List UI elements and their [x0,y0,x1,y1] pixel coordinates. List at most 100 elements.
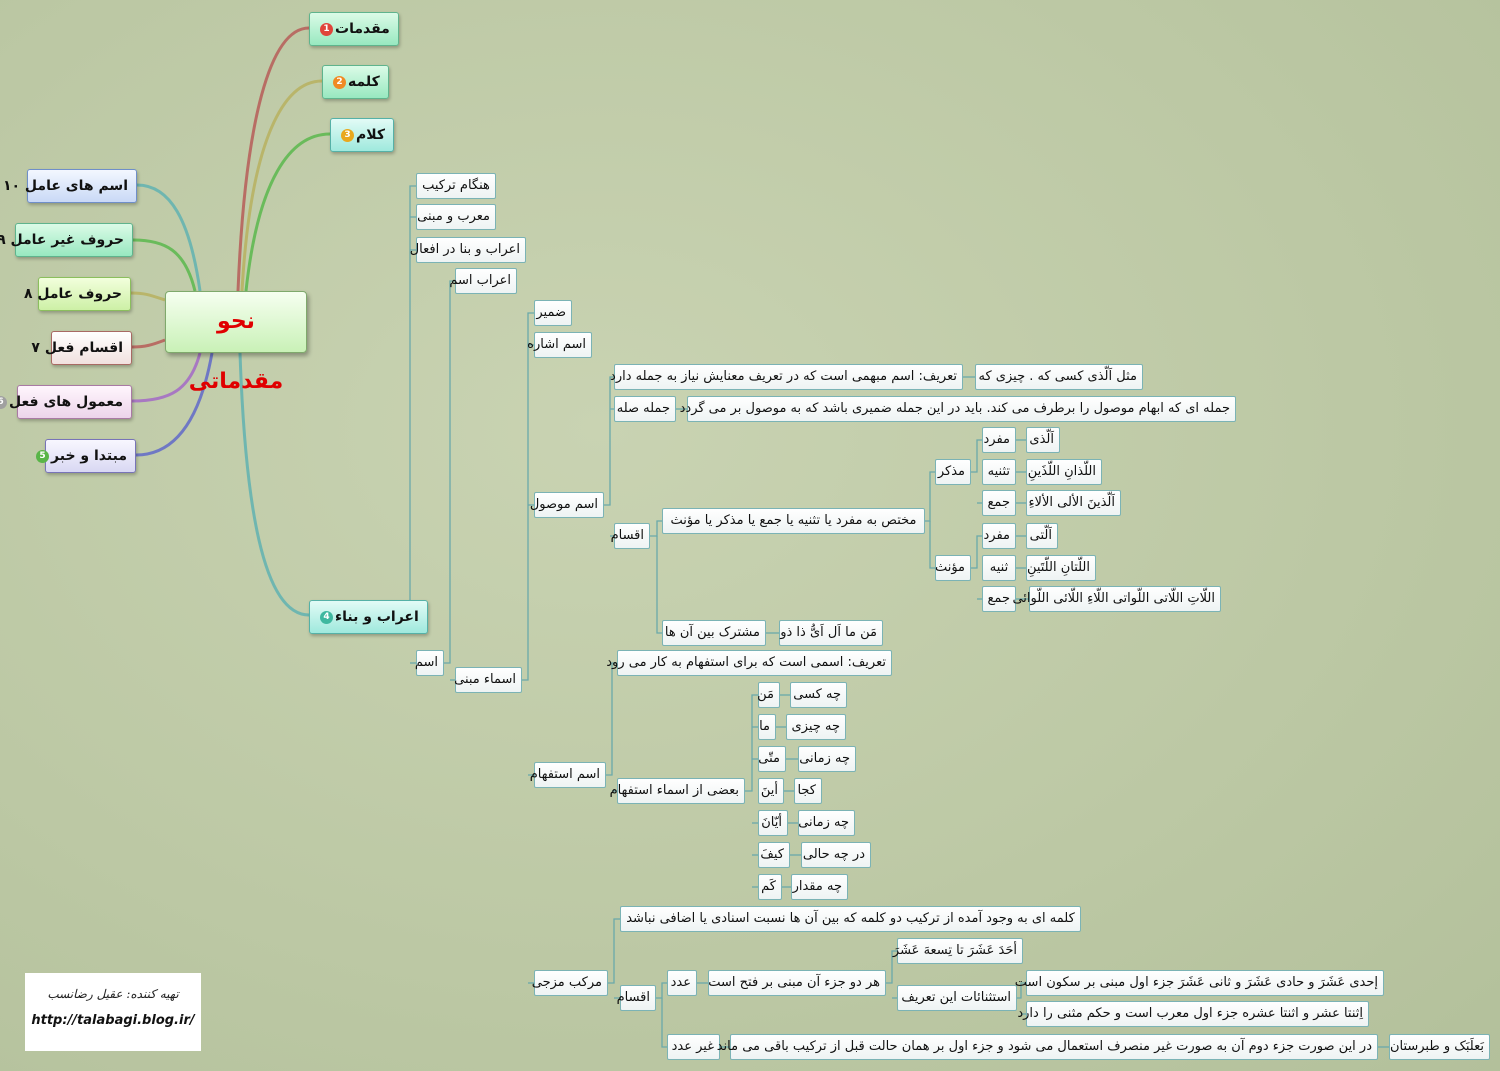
topic-moqaddamat[interactable]: مقدمات1 [309,12,399,46]
tree-connector [971,439,982,473]
node-man-ma[interactable]: مَن ما اَل اَیُّ ذا ذو [779,620,883,646]
credit-author: تهیه کننده: عقیل رضانسب [47,987,179,1001]
tree-connector [971,535,982,569]
topic-label: کلمه [348,74,380,90]
node-mesal-mosool[interactable]: مثل اَلّذی کسی که . چیزی که [975,364,1143,390]
node-mozakkar[interactable]: مذکر [935,459,971,485]
badge-4-icon: 4 [320,610,333,624]
node-eerab-afal[interactable]: اعراب و بنا در افعال [410,237,526,263]
node-kalame-desc[interactable]: کلمه ای به وجود آمده از ترکیب دو کلمه که… [620,906,1081,932]
node-eerab-esm[interactable]: اعراب اسم [449,268,517,294]
node-q-meaning[interactable]: چه چیزی [786,714,846,740]
topic-asma-amel[interactable]: اسم های عامل ۱۰ [3,169,137,203]
node-q-word[interactable]: أینَ [758,778,784,804]
badge-6-icon: 6 [0,395,7,409]
badge-5-icon: 5 [36,449,50,463]
node-ahada[interactable]: أحَدَ عَشَرَ تا تِسعهَ عَشَرَ [893,938,1023,964]
node-q-meaning[interactable]: در چه حالی [801,842,871,868]
topic-label: حروف عامل ۸ [23,286,122,302]
node-sele-desc[interactable]: جمله ای که ابهام موصول را برطرف می کند. … [680,396,1236,422]
node-allazina[interactable]: اَلّذینَ الألی الألاءِ [1026,490,1121,516]
node-baalbak[interactable]: بَعلَبَک و طبرستان [1389,1034,1490,1060]
topic-aqsam-fel[interactable]: اقسام فعل ۷ [31,331,132,365]
node-q-meaning[interactable]: چه زمانی [798,810,855,836]
node-esm-mosool[interactable]: اسم موصول [530,492,604,518]
node-tasniye-f[interactable]: ثنیه [982,555,1016,581]
node-moannas[interactable]: مؤنث [935,555,971,581]
tree-connector [925,471,935,522]
node-bazi-esteham[interactable]: بعضی از اسماء استفهام [610,778,745,804]
node-aqsam-mosool[interactable]: اقسام [611,523,650,549]
node-ehda[interactable]: إحدی عَشَرَ و حادی عَشَرَ و ثانی عَشَرَ … [1015,970,1384,996]
node-adad[interactable]: عدد [667,970,697,996]
topic-label: مبتدا و خبر [51,448,127,464]
node-dar-in[interactable]: در این صورت جزء دوم آن به صورت غیر منصرف… [717,1034,1378,1060]
node-q-word[interactable]: مَن [757,682,780,708]
node-tarif-esteham[interactable]: تعریف: اسمی است که برای استفهام به کار م… [606,650,892,676]
topic-label: اسم های عامل ۱۰ [2,178,128,194]
topic-mamul-fel[interactable]: معمول های فعل6 [0,385,132,419]
node-mofrad-f[interactable]: مفرد [982,523,1016,549]
topic-mobtada-khabar[interactable]: مبتدا و خبر5 [36,439,136,473]
topic-horuf-gheir-amel[interactable]: حروف غیر عامل ۹ [0,223,133,257]
node-jam-m[interactable]: جمع [982,490,1016,516]
topic-kalame[interactable]: کلمه2 [322,65,389,99]
node-q-meaning[interactable]: چه زمانی [798,746,856,772]
node-jam-f[interactable]: جمع [982,586,1016,612]
node-tasniye-m[interactable]: تثنیه [982,459,1016,485]
node-esm-esteham[interactable]: اسم استفهام [530,762,606,788]
node-mofrad-m[interactable]: مفرد [982,427,1016,453]
topic-eerab-bena[interactable]: اعراب و بناء4 [309,600,428,634]
branch-mamul-fel [131,352,202,403]
node-morakkab-mazji[interactable]: مرکب مزجی [532,970,608,996]
node-mokhtas[interactable]: مختص به مفرد یا تثنیه یا جمع یا مذکر یا … [662,508,925,534]
node-q-word[interactable]: کیفَ [758,842,790,868]
branch-asma-amel [136,183,202,292]
node-har-do[interactable]: هر دو جزء آن مبنی بر فتح است [708,970,886,996]
node-zamir[interactable]: ضمیر [534,300,572,326]
node-hengam-tarkib[interactable]: هنگام ترکیب [416,173,496,199]
node-moshtarak[interactable]: مشترک بین آن ها [662,620,766,646]
topic-label: مقدمات [335,21,390,37]
tree-connector [444,280,455,664]
badge-3-icon: 3 [341,128,354,142]
node-esna[interactable]: اِثنتا عشر و اثنتا عشره جزء اول معرب است… [1017,1001,1369,1027]
node-jomle-sele[interactable]: جمله صله [614,396,676,422]
branch-eerab-bena [238,352,310,617]
node-allati-jam[interactable]: اللّاتِ اللّاتی اللّواتی اللّاءِ اللّائی… [1012,586,1221,612]
branch-moqaddamat [236,26,310,292]
node-allazani[interactable]: اللّذانِ اللّذَینِ [1026,459,1102,485]
tree-connector [656,536,662,634]
topic-label: اعراب و بناء [335,609,419,625]
node-q-word[interactable]: متّی [758,746,786,772]
node-asma-mabni[interactable]: اسماء مبنی [454,667,522,693]
node-allatani[interactable]: اللّتانِ اللّتَینِ [1026,555,1096,581]
node-q-meaning[interactable]: کجا [794,778,822,804]
node-esm-eshare[interactable]: اسم اشاره [527,332,592,358]
credit-url[interactable]: http://talabagi.blog.ir/ [31,1013,195,1028]
node-q-meaning[interactable]: چه کسی [790,682,847,708]
tree-connector [886,950,897,984]
node-q-word[interactable]: أیّانَ [758,810,788,836]
node-moarab-mabni[interactable]: معرب و مبنی [416,204,496,230]
node-aqsam-morakkab[interactable]: اقسام [617,985,656,1011]
topic-kalam[interactable]: کلام3 [330,118,395,152]
node-allati[interactable]: اَلّتی [1026,523,1058,549]
node-q-word[interactable]: کَم [758,874,782,900]
branch-mobtada-khabar [135,352,214,457]
topic-label: معمول های فعل [9,394,123,410]
tree-connector [522,312,534,681]
branch-aqsam-fel [131,338,166,349]
tree-connector [745,694,758,792]
branch-horuf-gheir-amel [132,238,197,292]
node-allazi[interactable]: اَلّذی [1026,427,1060,453]
node-gheir-adad[interactable]: غیر عدد [667,1034,720,1060]
node-q-word[interactable]: ما [758,714,776,740]
node-esm[interactable]: اسم [415,650,444,676]
node-q-meaning[interactable]: چه مقدار [791,874,848,900]
topic-horuf-amel[interactable]: حروف عامل ۸ [24,277,131,311]
node-tarif-mosool[interactable]: تعریف: اسم مبهمی است که در تعریف معنایش … [610,364,963,390]
credit-box: تهیه کننده: عقیل رضانسب http://talabagi.… [25,973,201,1051]
central-topic[interactable]: نحو مقدماتی [165,291,307,394]
node-estesnaat[interactable]: استثنائات این تعریف [897,985,1017,1011]
